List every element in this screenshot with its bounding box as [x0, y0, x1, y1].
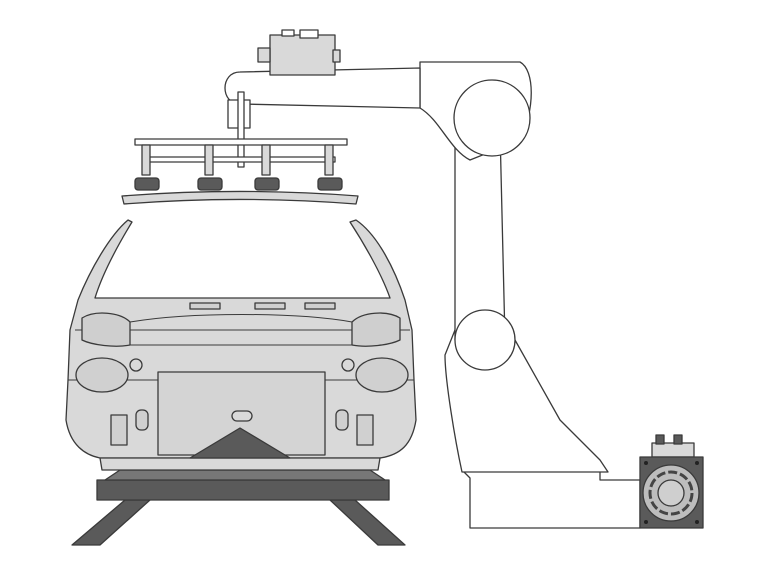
pallet-conveyor-icon: [71, 469, 406, 546]
vacuum-gripper-icon: [121, 91, 359, 205]
car-body-icon: [65, 219, 417, 471]
servo-motor-icon: [639, 434, 704, 529]
valve-block-icon: [257, 29, 341, 76]
robot-arm-icon: [224, 61, 641, 529]
